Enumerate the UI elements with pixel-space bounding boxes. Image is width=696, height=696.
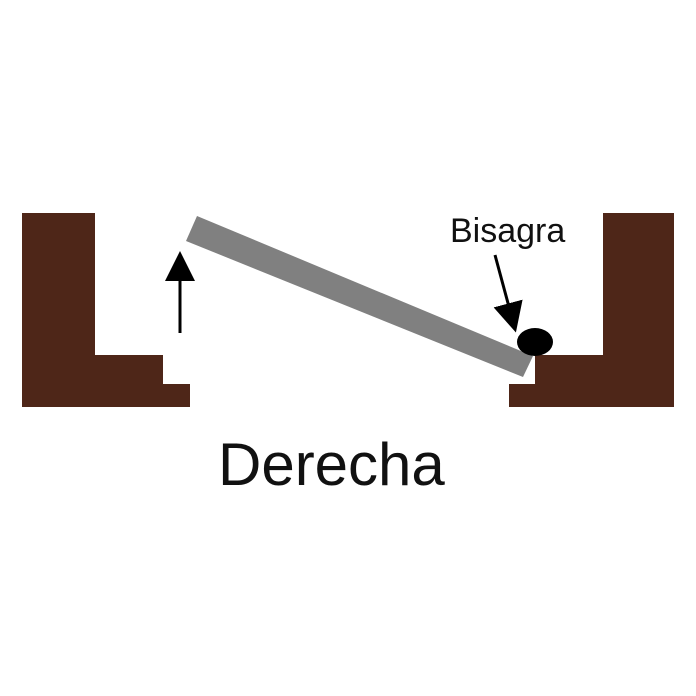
caption-label: Derecha [218,431,445,498]
hinge-icon [517,328,553,356]
arrow-down-right-icon [493,254,523,333]
left-frame [22,213,190,407]
door-panel [186,216,533,377]
right-frame [509,213,674,407]
hinge-label: Bisagra [450,212,565,250]
